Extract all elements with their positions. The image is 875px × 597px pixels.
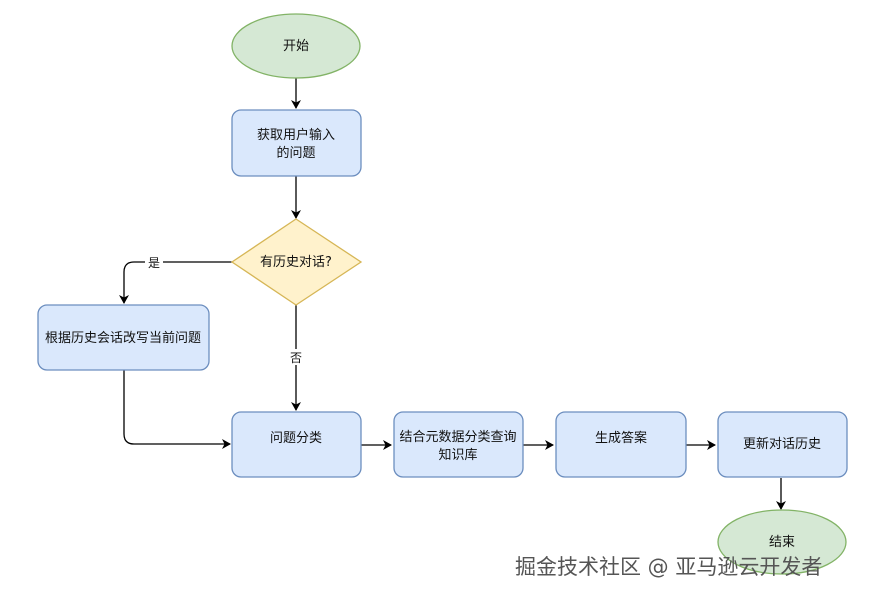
end-node: 结束	[717, 509, 847, 575]
has-history-decision: 有历史对话?	[230, 218, 363, 306]
update-history-label: 更新对话历史	[743, 436, 821, 452]
query-kb-label-line1: 结合元数据分类查询	[399, 430, 516, 445]
rewrite-question-label: 根据历史会话改写当前问题	[45, 330, 201, 346]
has-history-label: 有历史对话?	[260, 255, 332, 270]
classify-node: 问题分类	[231, 411, 362, 478]
query-kb-node: 结合元数据分类查询 知识库	[393, 411, 524, 478]
edge-decision-yes-to-rewrite	[119, 261, 232, 304]
start-node: 开始	[231, 13, 361, 79]
start-node-label: 开始	[283, 39, 309, 54]
get-input-node: 获取用户输入 的问题	[231, 109, 362, 177]
edge-label-yes: 是	[148, 256, 160, 270]
generate-answer-node: 生成答案	[555, 411, 687, 478]
classify-label: 问题分类	[270, 431, 322, 446]
get-input-label-line2: 的问题	[276, 145, 315, 161]
edge-rewrite-to-classify	[123, 370, 231, 449]
update-history-node: 更新对话历史	[717, 411, 848, 478]
generate-answer-label: 生成答案	[595, 430, 647, 446]
get-input-label-line1: 获取用户输入	[257, 127, 335, 143]
edges	[119, 78, 786, 510]
end-node-label: 结束	[769, 535, 795, 550]
edge-label-no: 否	[290, 351, 302, 365]
rewrite-question-node: 根据历史会话改写当前问题	[37, 304, 210, 371]
watermark: 掘金技术社区 @ 亚马逊云开发者	[515, 555, 823, 579]
query-kb-label-line2: 知识库	[438, 447, 477, 463]
